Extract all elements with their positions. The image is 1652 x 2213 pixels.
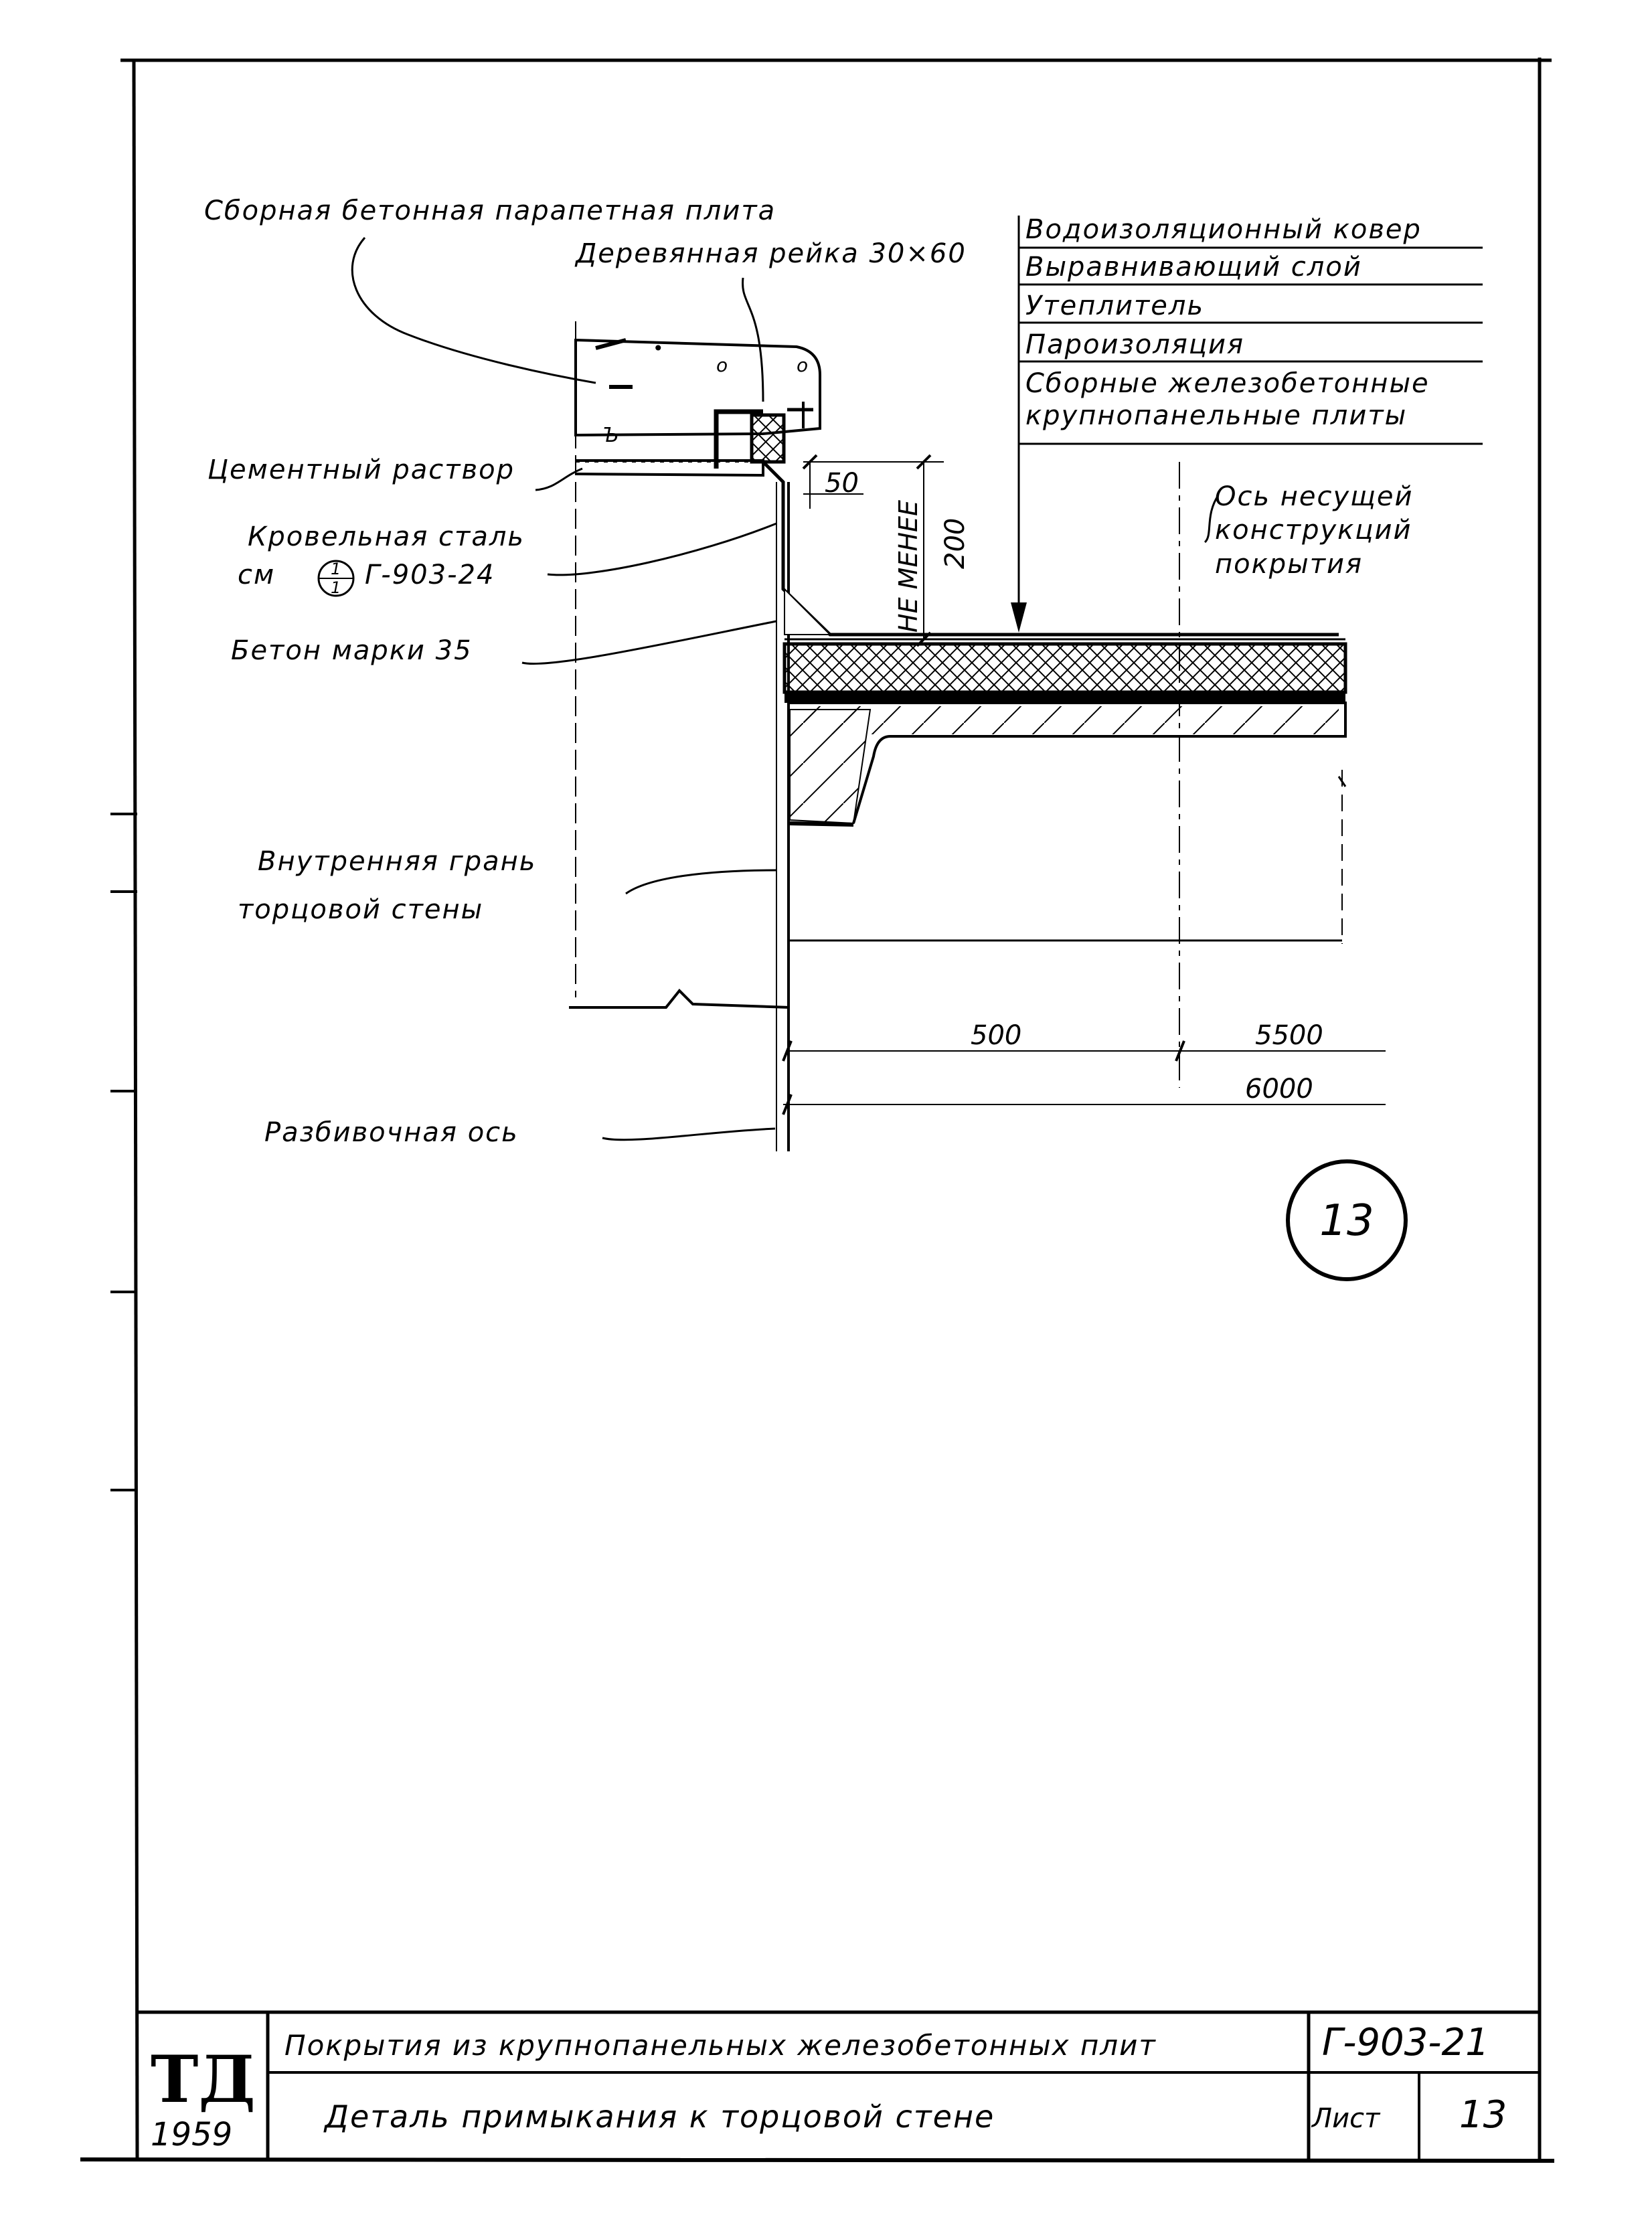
title-code: Г-903-21 [1322, 2021, 1489, 2064]
dimension-ticks [782, 454, 1185, 1115]
label-cement: Цементный раствор [208, 455, 515, 485]
layer-leveling: Выравнивающий слой [1025, 252, 1362, 282]
detail-number: 13 [1319, 1196, 1374, 1246]
layer-vapor-barrier: Пароизоляция [1025, 329, 1244, 360]
ref-bottom: 1 [331, 578, 341, 597]
margin-ticks [110, 813, 137, 1491]
label-bearing-axis-3: покрытия [1215, 549, 1363, 580]
svg-text:•: • [653, 337, 664, 359]
label-roof-steel: Кровельная сталь [248, 521, 525, 552]
title-sub: Деталь примыкания к торцовой стене [323, 2099, 995, 2135]
svg-text:о: о [797, 354, 808, 376]
reference-callout: 1 1 [317, 560, 355, 597]
label-bearing-axis-2: конструкций [1215, 515, 1412, 546]
layer-precast-2: крупнопанельные плиты [1025, 400, 1407, 431]
title-sheet-label: Лист [1311, 2103, 1381, 2134]
svg-text:о: о [716, 354, 728, 376]
layers-table [1017, 216, 1483, 445]
layer-precast-1: Сборные железобетонные [1025, 368, 1430, 399]
label-not-less: НЕ МЕНЕЕ [894, 500, 923, 633]
detail-marker: 13 [1286, 1159, 1408, 1281]
leader-lines [351, 237, 1220, 1141]
label-axis: Разбивочная ось [264, 1117, 519, 1148]
title-sheet-number: 13 [1459, 2093, 1507, 2137]
title-main: Покрытия из крупнопанельных железобетонн… [284, 2029, 1157, 2062]
label-ref-sheet: Г-903-24 [365, 560, 495, 590]
layer-waterproofing: Водоизоляционный ковер [1025, 214, 1422, 245]
roof-layers [782, 638, 1347, 703]
dimension-lines [776, 461, 1386, 1138]
label-parapet: Сборная бетонная парапетная плита [204, 195, 776, 226]
dim-5500: 5500 [1255, 1020, 1323, 1051]
label-inner-face-2: торцовой стены [238, 894, 483, 925]
concrete-fill [784, 587, 832, 635]
label-wood-strip: Деревянная рейка 30×60 [574, 238, 967, 269]
title-logo: ТД [151, 2042, 256, 2117]
precast-panel [789, 702, 1347, 942]
title-year: 1959 [151, 2116, 232, 2153]
roof-steel-flashing [762, 461, 1339, 637]
label-inner-face-1: Внутренняя грань [258, 846, 536, 877]
label-see: см [238, 560, 275, 590]
wood-strip [714, 402, 813, 469]
sheet-frame [80, 58, 1555, 2163]
dim-200: 200 [940, 518, 971, 569]
dim-6000: 6000 [1245, 1074, 1313, 1104]
label-bearing-axis-1: Ось несущей [1215, 481, 1413, 512]
dim-500: 500 [971, 1020, 1021, 1051]
label-concrete: Бетон марки 35 [231, 635, 473, 666]
layers-arrowhead [1011, 602, 1027, 633]
dim-50: 50 [825, 468, 859, 499]
ref-top: 1 [331, 560, 341, 578]
svg-text:Ъ: Ъ [602, 424, 619, 447]
layer-insulation: Утеплитель [1025, 291, 1204, 321]
title-block [137, 2010, 1540, 2159]
